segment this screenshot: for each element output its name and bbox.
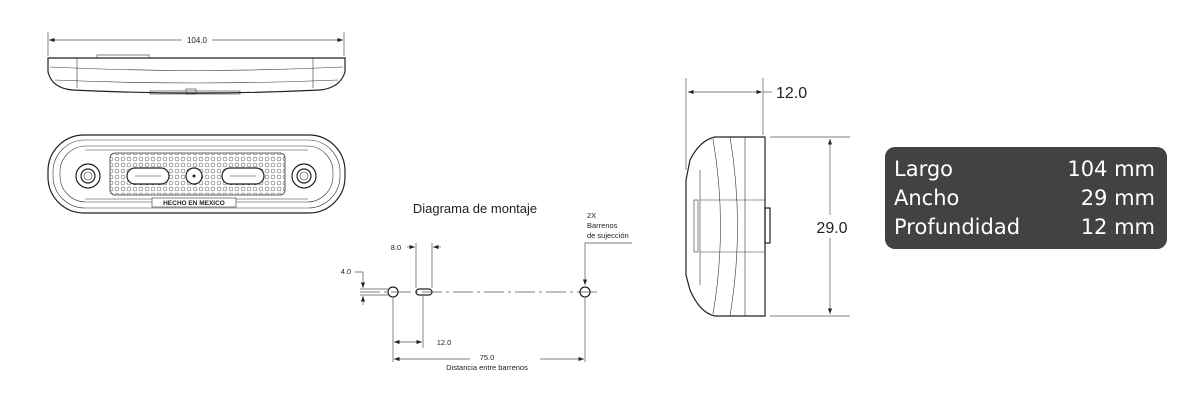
spec-row-ancho: Ancho 29 mm	[894, 184, 1155, 213]
spec-label: Largo	[894, 157, 954, 181]
holes-note-2: Barrenos	[587, 221, 618, 230]
side-height-dim: 29.0	[816, 220, 847, 237]
spec-row-largo: Largo 104 mm	[894, 155, 1155, 184]
spec-row-profundidad: Profundidad 12 mm	[894, 213, 1155, 242]
spec-value: 104 mm	[1067, 157, 1155, 181]
dim-slot-offset: 12.0	[437, 338, 452, 347]
side-view: 12.0 29.0	[685, 78, 850, 317]
dim-hole-distance-label: Distancia entre barrenos	[446, 363, 528, 372]
top-width-dim: 104.0	[187, 36, 208, 45]
specs-box: Largo 104 mm Ancho 29 mm Profundidad 12 mm	[885, 147, 1167, 249]
spec-label: Profundidad	[894, 215, 1021, 239]
mounting-diagram: Diagrama de montaje 2X Barrenos de sujec…	[341, 201, 632, 372]
spec-value: 12 mm	[1080, 215, 1155, 239]
spec-label: Ancho	[894, 186, 960, 210]
mounting-title: Diagrama de montaje	[413, 201, 537, 216]
dim-hole-distance: 75.0	[480, 353, 495, 362]
dim-slot-length: 8.0	[391, 243, 401, 252]
side-depth-dim: 12.0	[776, 85, 807, 102]
spec-value: 29 mm	[1080, 186, 1155, 210]
front-view: HECHO EN MEXICO	[47, 134, 346, 214]
top-view: 104.0	[47, 32, 346, 95]
dim-slot-height: 4.0	[341, 267, 351, 276]
holes-note-3: de sujección	[587, 231, 629, 240]
emboss-text: HECHO EN MEXICO	[163, 200, 225, 207]
holes-note-1: 2X	[587, 211, 596, 220]
